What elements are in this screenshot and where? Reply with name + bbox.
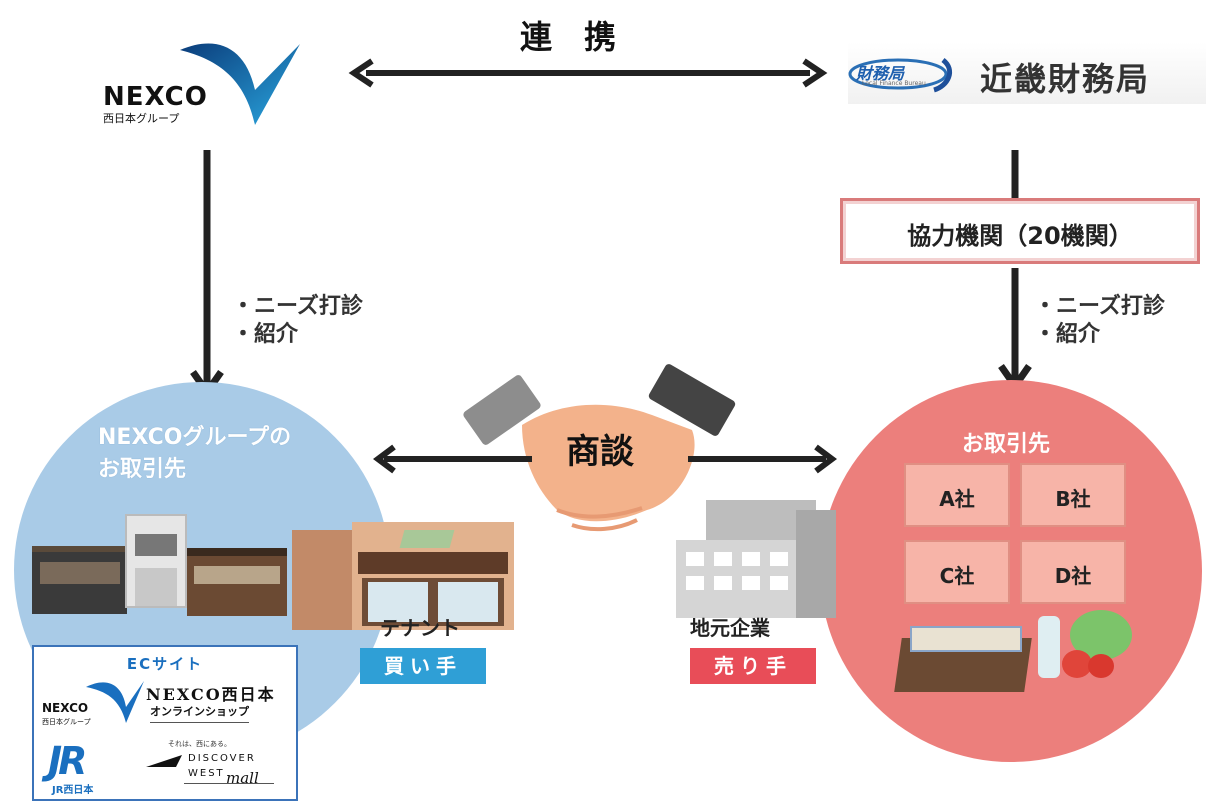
company-building-a: A社 <box>904 463 1010 527</box>
right-down-arrow-icon <box>998 268 1032 393</box>
nexco-small-wordmark: NEXCO <box>42 701 89 715</box>
nexco-v-mark-icon <box>180 43 300 125</box>
left-bullet-2: ・紹介 <box>232 322 299 347</box>
left-circle-title: NEXCOグループの お取引先 <box>98 425 292 482</box>
left-down-arrow-icon <box>190 150 224 399</box>
discover-script: mall <box>226 769 259 787</box>
cooperating-orgs-label: 協力機関（20機関） <box>907 222 1133 250</box>
discover-mark-icon <box>146 755 182 767</box>
nexco-wordmark: NEXCO <box>103 82 208 112</box>
link-label: 連 携 <box>520 18 617 56</box>
discover-tagline: それは、西にある。 <box>168 740 231 748</box>
local-enterprise-label: 地元企業 <box>690 616 770 640</box>
company-building-d: D社 <box>1020 540 1126 604</box>
nexco-small-sub: 西日本グループ <box>42 718 91 726</box>
kinki-logo: 財務局 Local Finance Bureau 近畿財務局 <box>848 42 1206 104</box>
cooperating-orgs-box: 協力機関（20機関） <box>840 198 1200 264</box>
left-negotiation-arrow-icon <box>373 444 532 474</box>
company-d-label: D社 <box>1054 564 1092 588</box>
produce-box-illustration <box>894 608 1138 708</box>
tenant-store-illustration <box>292 522 514 632</box>
right-bullets: ・ニーズ打診 ・紹介 <box>1034 293 1165 349</box>
buyer-tag: 買い手 <box>360 648 486 684</box>
ec-site-box: ECサイト NEXCO 西日本グループ NEXCO西日本 オンラインショップ J… <box>32 645 298 801</box>
left-bullets: ・ニーズ打診 ・紹介 <box>232 293 363 349</box>
negotiation-label: 商談 <box>566 432 634 472</box>
right-down-arrow-top-icon <box>1011 150 1019 198</box>
company-building-c: C社 <box>904 540 1010 604</box>
tenant-label: テナント <box>380 616 460 640</box>
discover-line1: DISCOVER <box>188 753 256 764</box>
company-c-label: C社 <box>939 564 975 588</box>
company-b-label: B社 <box>1055 487 1091 511</box>
left-buildings-illustration <box>32 512 292 616</box>
bureau-badge-text: 財務局 <box>856 64 905 83</box>
bidirectional-arrow-top-icon <box>348 58 828 88</box>
kinki-title: 近畿財務局 <box>980 60 1151 98</box>
jr-label: JR西日本 <box>52 785 94 796</box>
right-bullet-1: ・ニーズ打診 <box>1034 294 1165 319</box>
right-negotiation-arrow-icon <box>688 444 837 474</box>
seller-tag: 売り手 <box>690 648 816 684</box>
bureau-badge-icon: 財務局 Local Finance Bureau <box>848 52 958 94</box>
discover-line2: WEST <box>188 768 225 779</box>
ec-site-title: ECサイト <box>126 655 204 673</box>
nexco-sub: 西日本グループ <box>103 112 180 125</box>
company-building-b: B社 <box>1020 463 1126 527</box>
bureau-badge-sub: Local Finance Bureau <box>862 80 926 87</box>
nexco-small-mark-icon <box>86 681 144 723</box>
local-enterprise-illustration <box>676 500 836 618</box>
right-bullet-2: ・紹介 <box>1034 322 1101 347</box>
company-a-label: A社 <box>939 487 975 511</box>
jr-logo-icon: JR <box>48 739 87 783</box>
left-bullet-1: ・ニーズ打診 <box>232 294 363 319</box>
nexco-shop-line1: NEXCO西日本 <box>146 685 276 704</box>
nexco-shop-line2: オンラインショップ <box>150 703 249 723</box>
right-circle-title: お取引先 <box>962 432 1051 457</box>
discover-underline <box>184 783 274 784</box>
nexco-logo: NEXCO 西日本グループ <box>95 30 310 130</box>
handshake-icon <box>463 364 736 532</box>
right-circle <box>820 380 1202 762</box>
